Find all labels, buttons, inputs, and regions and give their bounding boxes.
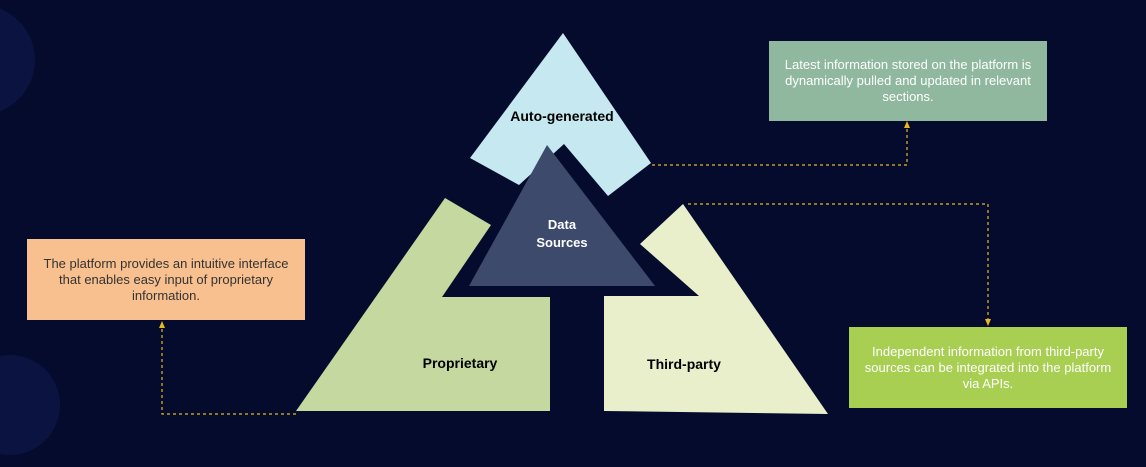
label-data-sources: Data Sources bbox=[517, 216, 607, 252]
label-data-sources-line2: Sources bbox=[536, 235, 588, 250]
callout-third-party: Independent information from third-party… bbox=[849, 327, 1127, 408]
label-proprietary: Proprietary bbox=[422, 355, 498, 371]
segment-auto-generated bbox=[470, 33, 651, 196]
decorative-bubble-top bbox=[0, 8, 35, 112]
label-data-sources-line1: Data bbox=[547, 217, 577, 232]
arrowhead-right bbox=[985, 319, 991, 326]
center-triangle-data-sources bbox=[469, 145, 655, 286]
label-auto-generated: Auto-generated bbox=[510, 108, 614, 124]
callout-auto-generated: Latest information stored on the platfor… bbox=[769, 41, 1047, 121]
connector-third-party bbox=[688, 203, 989, 322]
callout-auto-generated-text: Latest information stored on the platfor… bbox=[784, 57, 1032, 104]
decorative-bubble-bottom bbox=[0, 355, 60, 455]
arrowhead-top-right bbox=[904, 121, 910, 128]
connector-auto-generated bbox=[652, 125, 908, 166]
connector-proprietary bbox=[161, 325, 296, 415]
arrowhead-left bbox=[159, 321, 165, 328]
callout-proprietary: The platform provides an intuitive inter… bbox=[27, 239, 305, 320]
segment-third-party bbox=[604, 204, 828, 414]
segment-proprietary bbox=[296, 198, 550, 411]
label-third-party: Third-party bbox=[647, 356, 721, 372]
callout-proprietary-text: The platform provides an intuitive inter… bbox=[43, 255, 289, 303]
callout-third-party-text: Independent information from third-party… bbox=[864, 343, 1112, 391]
